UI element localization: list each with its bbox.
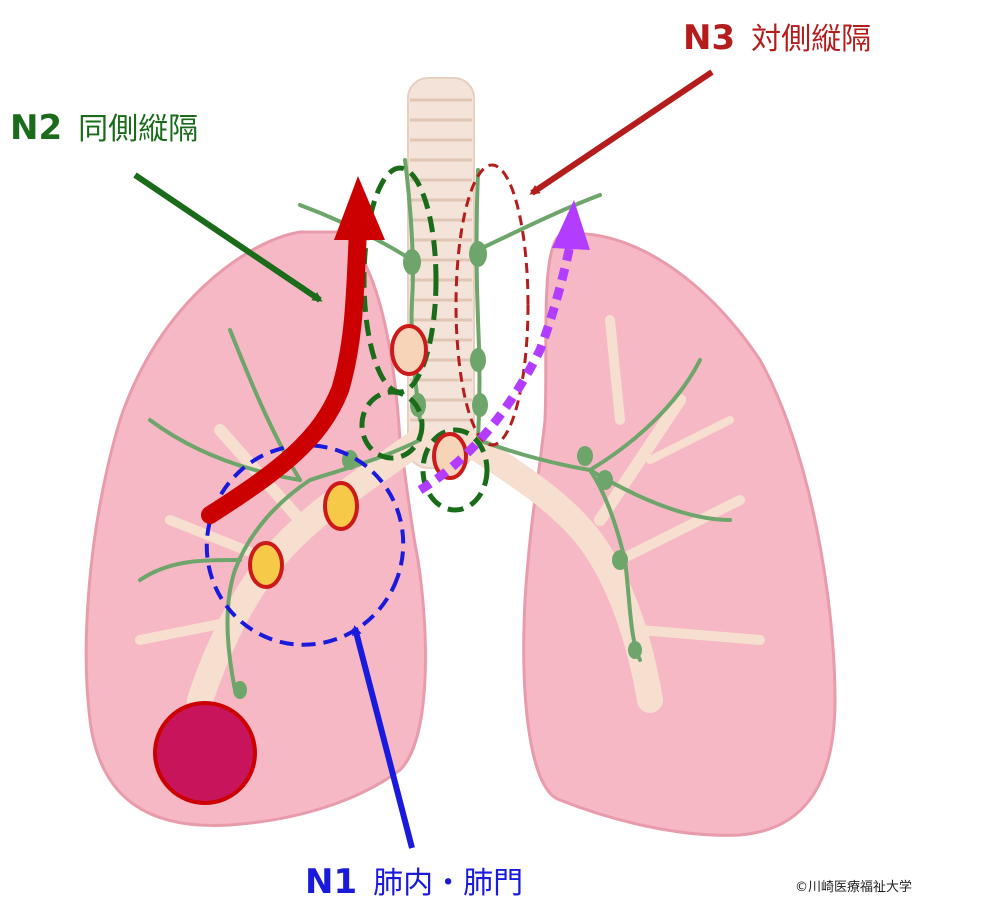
n2-code: N2 bbox=[10, 108, 62, 148]
copyright-notice: ©川崎医療福祉大学 bbox=[795, 876, 912, 895]
n3-pointer-arrow bbox=[532, 72, 712, 193]
n2-name: 同側縦隔 bbox=[78, 112, 198, 147]
n1-label: N1 肺内・肺門 bbox=[305, 858, 523, 902]
primary-tumor bbox=[155, 703, 255, 803]
n3-code: N3 bbox=[683, 18, 735, 58]
n1-name: 肺内・肺門 bbox=[373, 866, 523, 901]
n2-label: N2 同側縦隔 bbox=[10, 104, 198, 148]
n3-label: N3 対側縦隔 bbox=[683, 14, 871, 58]
n3-name: 対側縦隔 bbox=[751, 22, 871, 57]
n1-code: N1 bbox=[305, 862, 357, 902]
